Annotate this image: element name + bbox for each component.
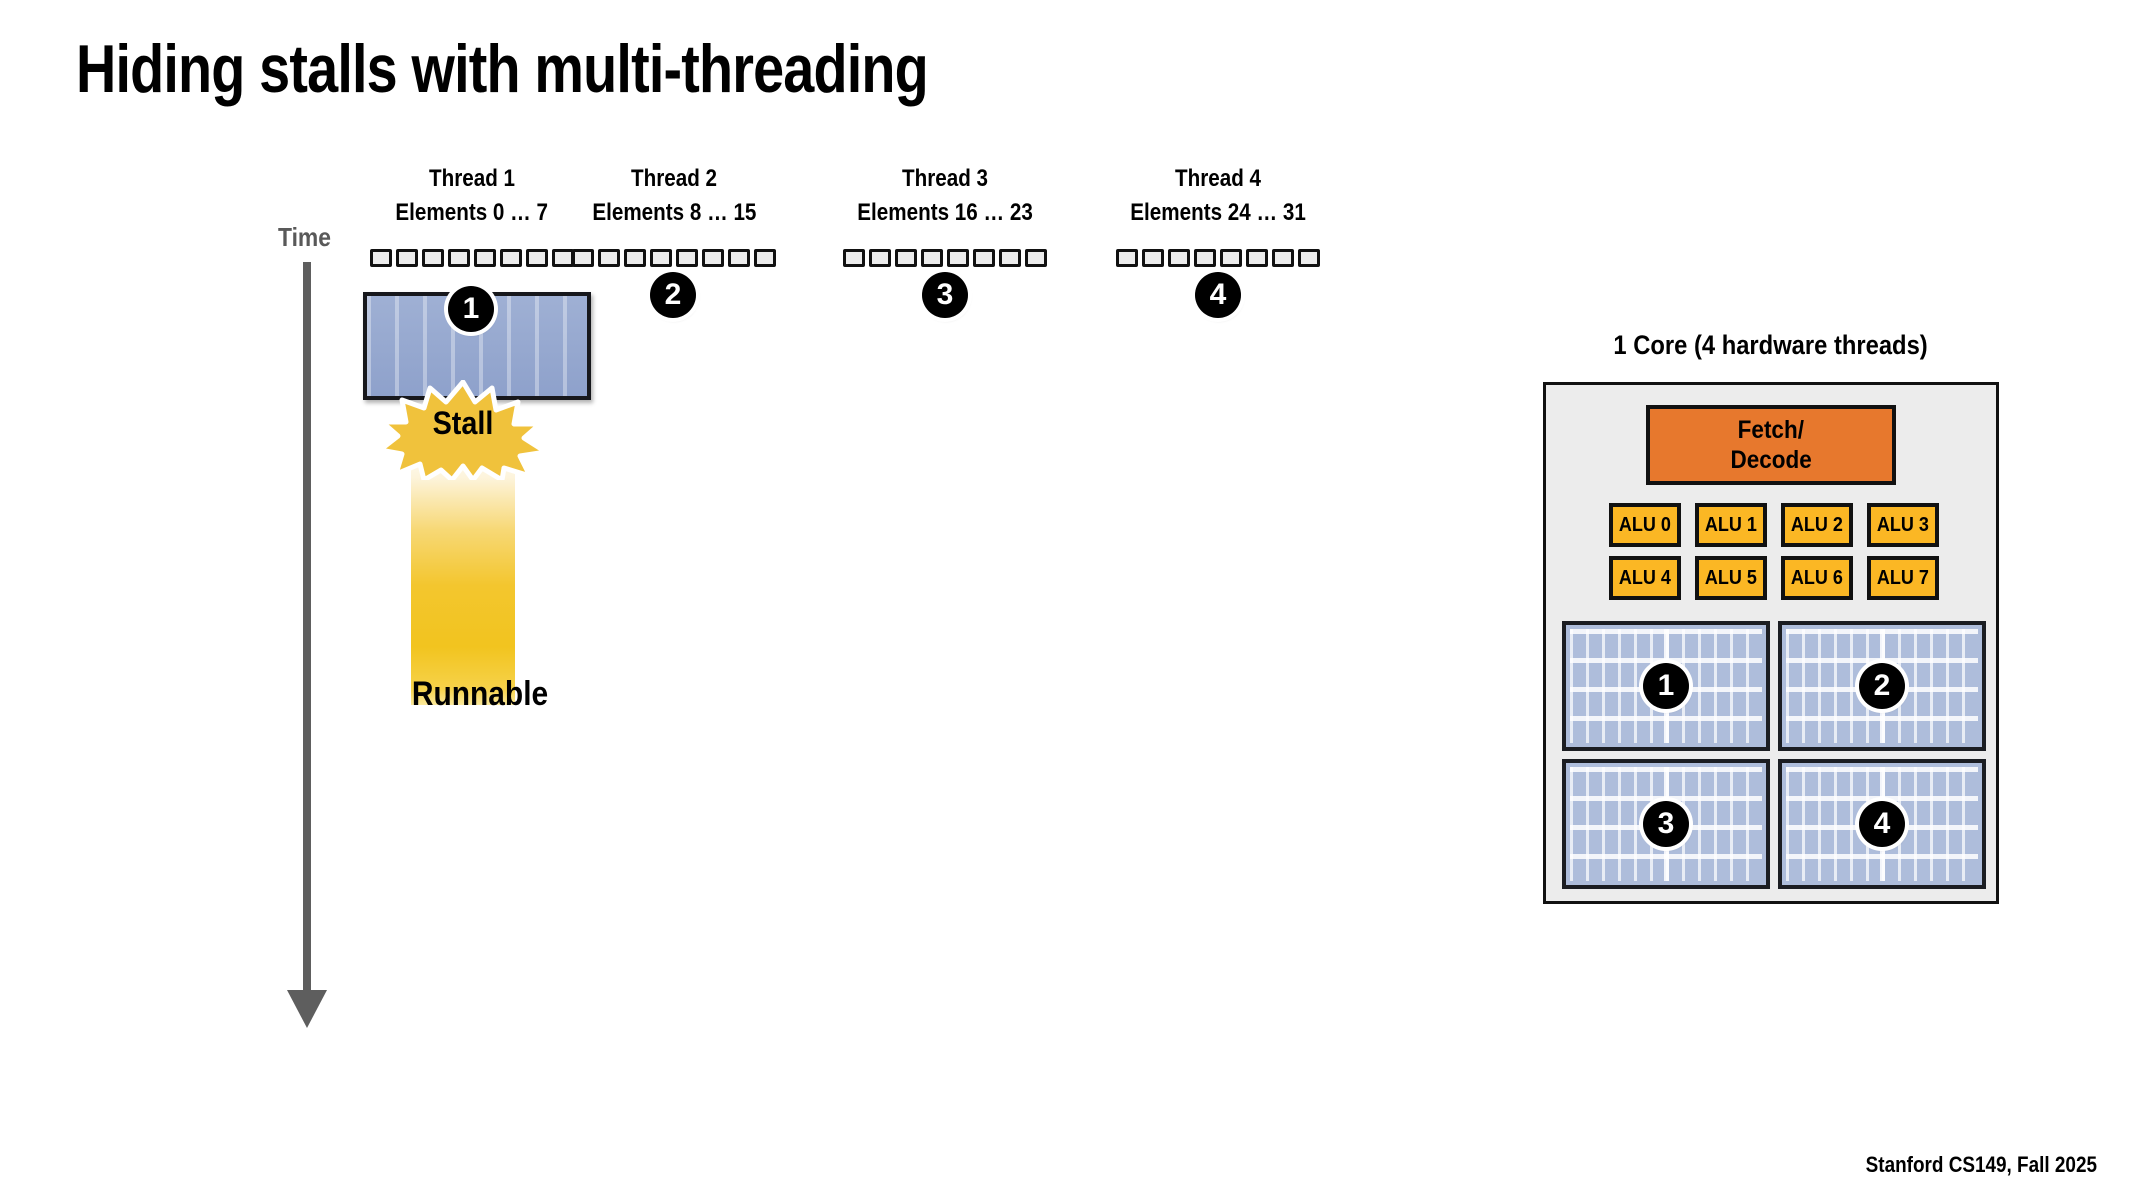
- runnable-label: Runnable: [411, 675, 549, 713]
- thread-badge-3: 3: [922, 272, 968, 318]
- thread-title: Thread 4: [1174, 165, 1262, 192]
- thread-title: Thread 3: [901, 165, 989, 192]
- alu-unit-6: ALU 6: [1781, 556, 1853, 600]
- thread-badge-2: 2: [650, 272, 696, 318]
- alu-unit-2: ALU 2: [1781, 503, 1853, 547]
- execution-context-grid: 1 2 3 4: [1562, 621, 1986, 889]
- execution-context-3: 3: [1562, 759, 1770, 889]
- fetch-decode-line-2: Decode: [1730, 446, 1812, 474]
- element-box: [1116, 249, 1138, 267]
- slide-footer: Stanford CS149, Fall 2025: [1865, 1152, 2097, 1177]
- element-box: [947, 249, 969, 267]
- thread-elements-label: Elements 8 … 15: [591, 199, 757, 226]
- element-box: [1194, 249, 1216, 267]
- element-box: [572, 249, 594, 267]
- element-box: [598, 249, 620, 267]
- thread-column-1: Thread 1 Elements 0 … 7: [352, 165, 592, 267]
- element-box: [1220, 249, 1242, 267]
- element-box: [422, 249, 444, 267]
- time-axis-shaft: [303, 262, 311, 1002]
- context-badge-3: 3: [1643, 801, 1689, 847]
- element-box: [1168, 249, 1190, 267]
- execution-context-4: 4: [1778, 759, 1986, 889]
- element-box: [448, 249, 470, 267]
- fetch-decode-line-1: Fetch/: [1737, 415, 1805, 444]
- element-box: [728, 249, 750, 267]
- thread-column-4: Thread 4 Elements 24 … 31: [1098, 165, 1338, 267]
- element-box: [754, 249, 776, 267]
- stall-label: Stall: [432, 405, 494, 441]
- element-row: [352, 249, 592, 267]
- element-box: [500, 249, 522, 267]
- alu-unit-5: ALU 5: [1695, 556, 1767, 600]
- thread-title: Thread 1: [428, 165, 516, 192]
- execution-context-1: 1: [1562, 621, 1770, 751]
- element-box: [973, 249, 995, 267]
- thread-column-2: Thread 2 Elements 8 … 15: [554, 165, 794, 267]
- alu-unit-4: ALU 4: [1609, 556, 1681, 600]
- element-box: [921, 249, 943, 267]
- element-box: [396, 249, 418, 267]
- thread-column-3: Thread 3 Elements 16 … 23: [825, 165, 1065, 267]
- thread-1-work-block: [363, 292, 591, 400]
- page-title: Hiding stalls with multi-threading: [76, 31, 929, 107]
- alu-unit-0: ALU 0: [1609, 503, 1681, 547]
- thread-badge-1: 1: [448, 286, 494, 332]
- core-panel: Fetch/ Decode ALU 0 ALU 1 ALU 2 ALU 3 AL…: [1543, 382, 1999, 904]
- thread-elements-label: Elements 24 … 31: [1130, 199, 1306, 226]
- context-badge-2: 2: [1859, 663, 1905, 709]
- element-box: [1298, 249, 1320, 267]
- element-row: [554, 249, 794, 267]
- alu-grid: ALU 0 ALU 1 ALU 2 ALU 3 ALU 4 ALU 5 ALU …: [1609, 503, 1939, 600]
- time-axis-label: Time: [278, 222, 331, 252]
- element-row: [825, 249, 1065, 267]
- element-box: [869, 249, 891, 267]
- runnable-bar: [411, 440, 515, 705]
- alu-unit-7: ALU 7: [1867, 556, 1939, 600]
- element-box: [1246, 249, 1268, 267]
- element-box: [895, 249, 917, 267]
- element-box: [1025, 249, 1047, 267]
- element-box: [843, 249, 865, 267]
- element-box: [702, 249, 724, 267]
- element-box: [624, 249, 646, 267]
- element-box: [1142, 249, 1164, 267]
- execution-context-2: 2: [1778, 621, 1986, 751]
- context-badge-1: 1: [1643, 663, 1689, 709]
- element-box: [1272, 249, 1294, 267]
- thread-elements-label: Elements 16 … 23: [857, 199, 1033, 226]
- element-box: [474, 249, 496, 267]
- time-axis-arrow: [287, 262, 327, 1052]
- thread-elements-label: Elements 0 … 7: [395, 199, 549, 226]
- thread-title: Thread 2: [630, 165, 718, 192]
- alu-unit-3: ALU 3: [1867, 503, 1939, 547]
- time-axis-arrowhead-icon: [287, 990, 327, 1028]
- element-box: [370, 249, 392, 267]
- stall-starburst-icon: [378, 380, 548, 480]
- element-row: [1098, 249, 1338, 267]
- element-box: [999, 249, 1021, 267]
- thread-badge-4: 4: [1195, 272, 1241, 318]
- element-box: [650, 249, 672, 267]
- fetch-decode-unit: Fetch/ Decode: [1646, 405, 1896, 485]
- element-box: [676, 249, 698, 267]
- context-badge-4: 4: [1859, 801, 1905, 847]
- alu-unit-1: ALU 1: [1695, 503, 1767, 547]
- core-diagram-title: 1 Core (4 hardware threads): [1613, 330, 1929, 360]
- element-box: [526, 249, 548, 267]
